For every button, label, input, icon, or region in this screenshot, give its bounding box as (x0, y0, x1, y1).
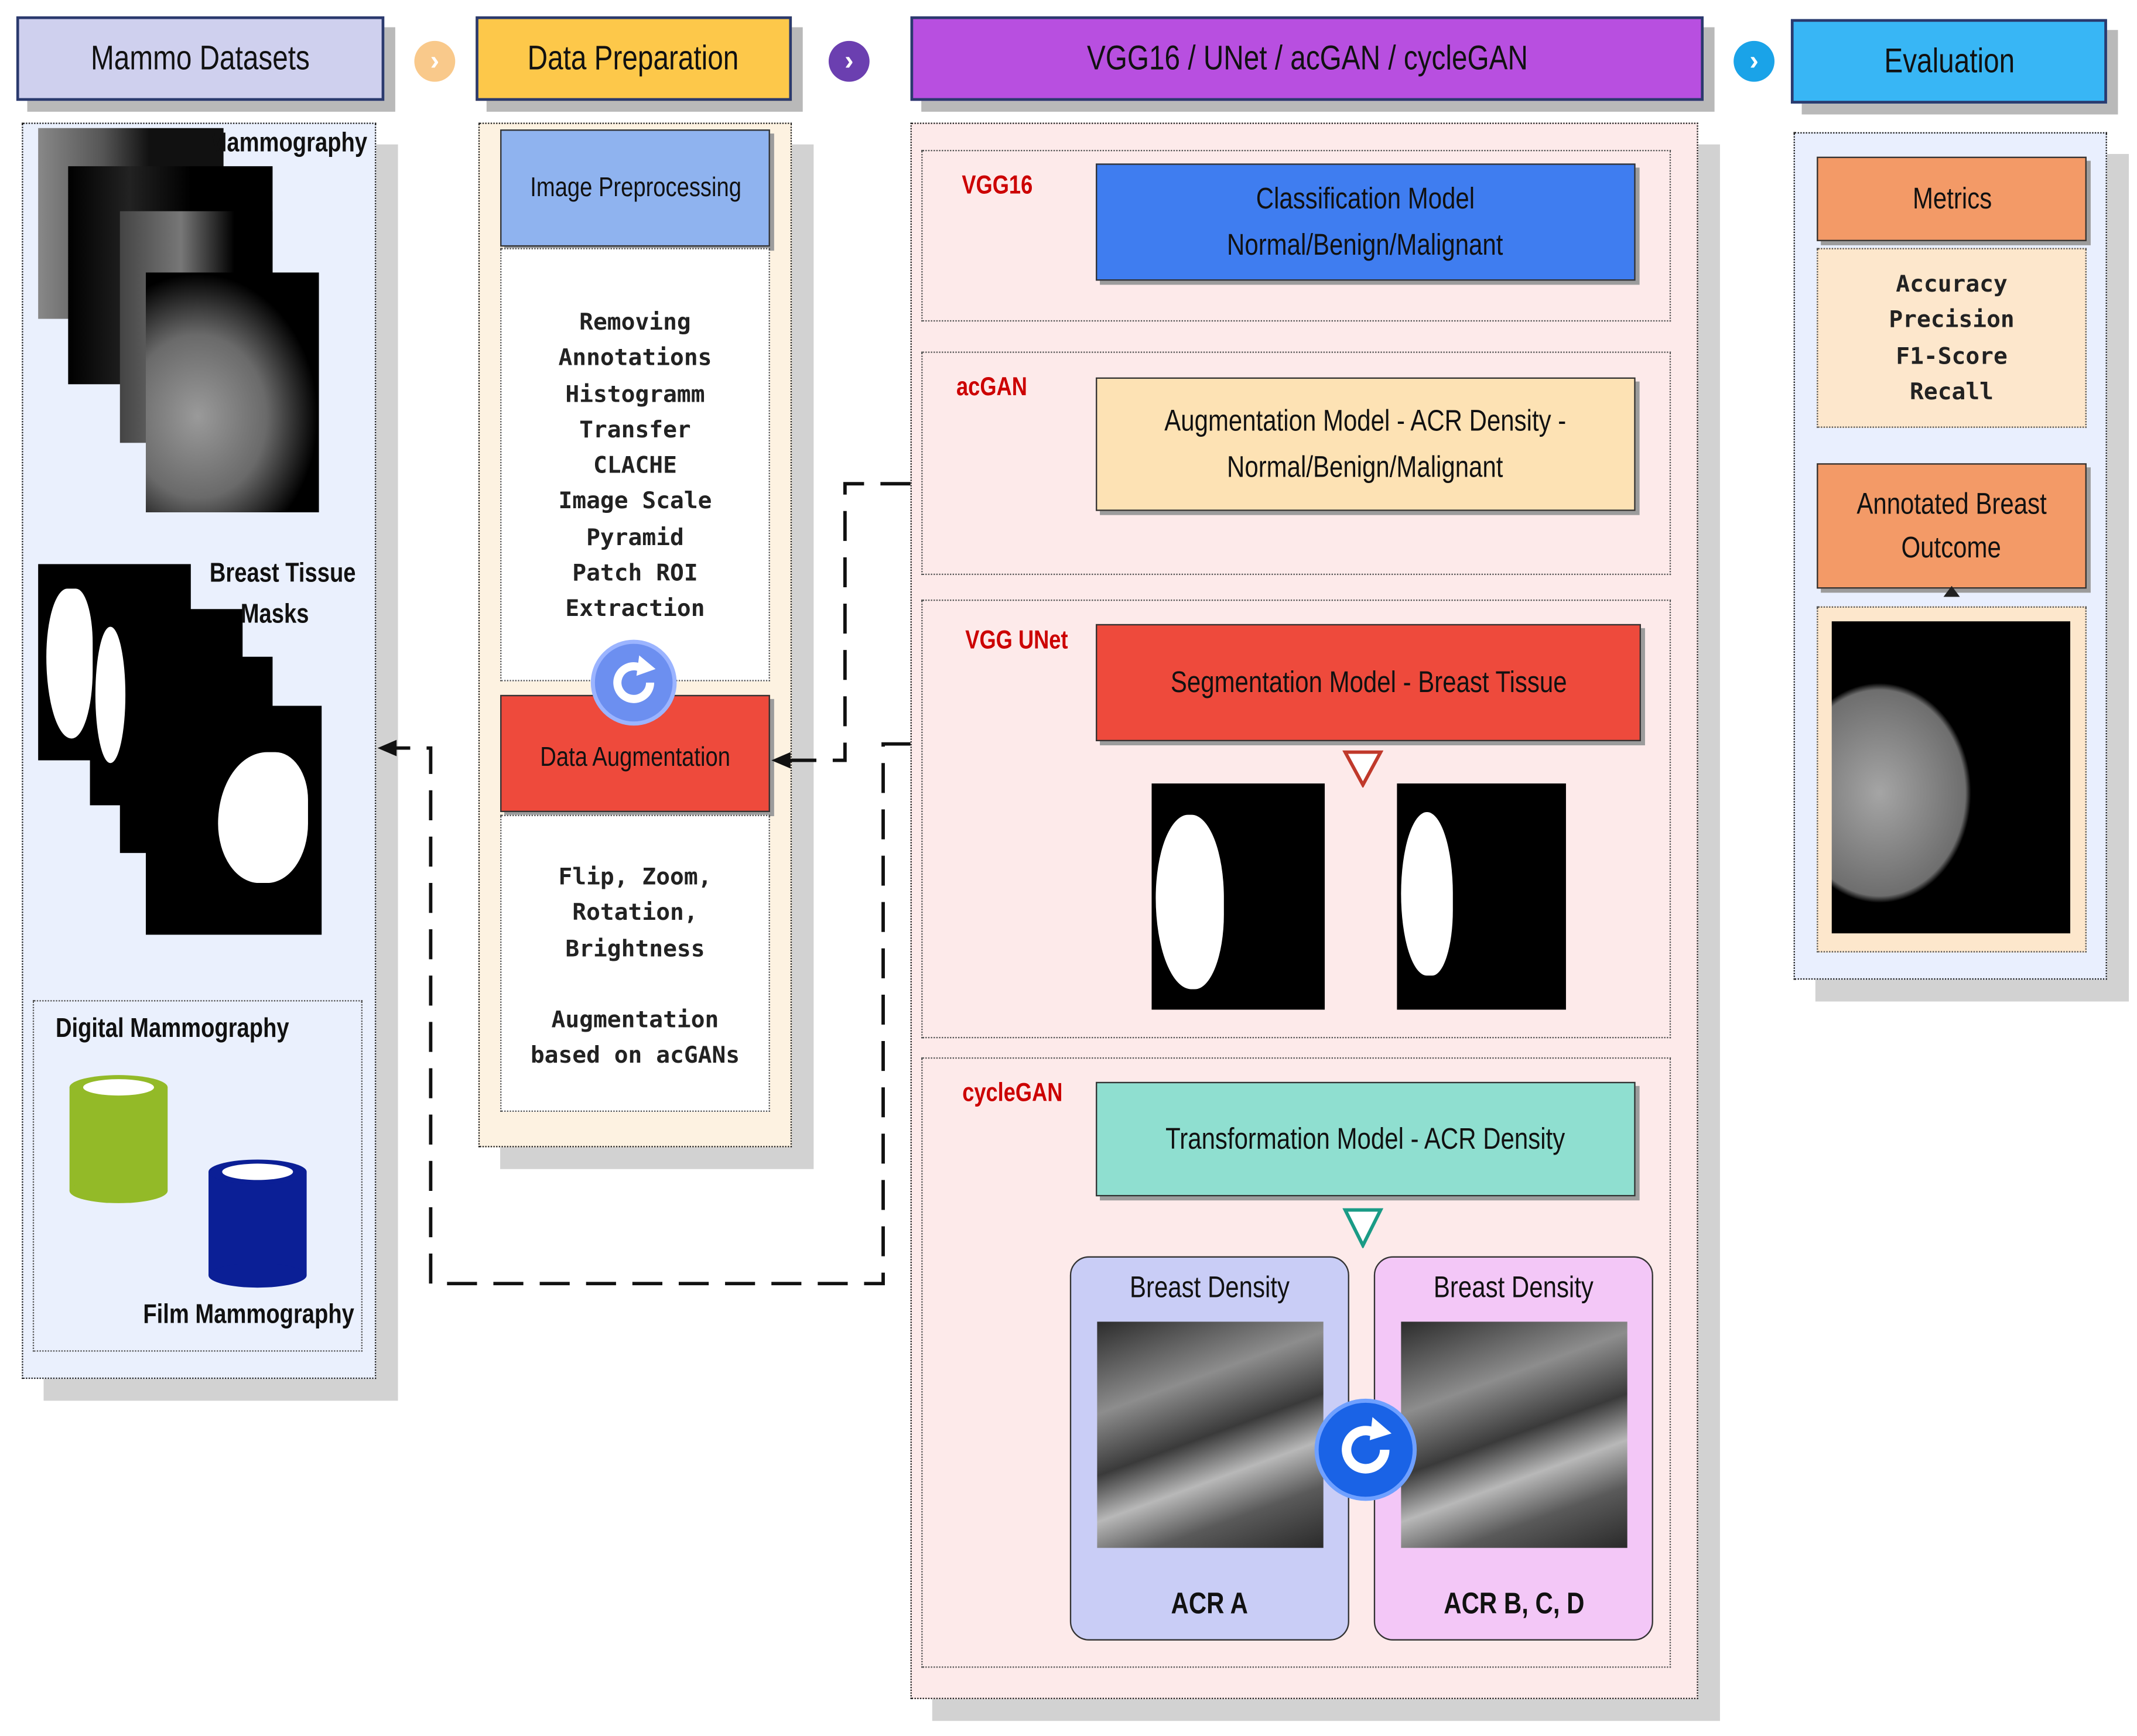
acgan-section (921, 351, 1671, 576)
header-mammo-datasets: Mammo Datasets (16, 16, 385, 101)
preprocessing-steps-box (500, 248, 770, 682)
database-icon (208, 1159, 307, 1288)
triangle-down-icon (1342, 750, 1384, 788)
refresh-icon (1314, 1398, 1417, 1501)
header-models: VGG16 / UNet / acGAN / cycleGAN (910, 16, 1704, 101)
augmentation-model-box: Augmentation Model - ACR Density - Norma… (1096, 377, 1636, 511)
chevron-right-icon: › (828, 40, 870, 82)
transformation-model-box: Transformation Model - ACR Density (1096, 1081, 1636, 1197)
database-icon (69, 1075, 168, 1203)
segmentation-model-box: Segmentation Model - Breast Tissue (1096, 624, 1641, 741)
data-augmentation-box: Data Augmentation (500, 694, 770, 813)
classification-model-box: Classification Model Normal/Benign/Malig… (1096, 163, 1636, 281)
chevron-right-icon: › (414, 40, 456, 82)
density-a-caption: ACR A (1171, 1586, 1249, 1621)
masks-label: Breast Tissue Masks (209, 559, 356, 630)
cyclegan-section (921, 1057, 1671, 1668)
refresh-icon (590, 639, 677, 726)
annotated-outcome-image (1831, 621, 2071, 934)
mask-blob (218, 752, 308, 884)
chevron-right-icon: › (1733, 40, 1775, 82)
density-bcd-title: Breast Density (1433, 1269, 1594, 1304)
density-bcd-caption: ACR B, C, D (1443, 1586, 1584, 1621)
vgg16-section (921, 149, 1671, 322)
mask-blob (1401, 812, 1453, 976)
film-mammography-label: Film Mammography (143, 1300, 354, 1330)
vggunet-section (921, 599, 1671, 1039)
mammography-label: Mammography (208, 128, 368, 158)
preprocessing-steps-list: Removing Annotations Histogramm Transfer… (558, 309, 712, 624)
density-a-image (1097, 1321, 1324, 1548)
image-preprocessing-box: Image Preprocessing (500, 129, 770, 247)
arrow-up-icon (1943, 585, 1960, 597)
metrics-list: Accuracy Precision F1-Score Recall (1889, 271, 2015, 406)
augmentation-steps-box (500, 814, 770, 1112)
mammogram-image (146, 272, 319, 513)
density-a-title: Breast Density (1129, 1269, 1290, 1304)
digital-mammography-label: Digital Mammography (55, 1013, 289, 1044)
annotated-outcome-box: Annotated Breast Outcome (1817, 463, 2087, 589)
augmentation-steps-list: Flip, Zoom, Rotation, Brightness Augment… (530, 864, 740, 1070)
mask-blob (1155, 814, 1224, 989)
vggunet-tag: VGG UNet (965, 626, 1068, 656)
triangle-down-icon (1342, 1208, 1384, 1248)
header-data-preparation: Data Preparation (476, 16, 792, 101)
metrics-box: Metrics (1817, 156, 2087, 241)
header-evaluation: Evaluation (1790, 19, 2107, 104)
acgan-tag: acGAN (956, 373, 1027, 402)
mask-blob (95, 626, 126, 763)
mask-blob (46, 588, 93, 739)
metrics-list-box (1817, 248, 2087, 428)
vgg16-tag: VGG16 (962, 172, 1033, 201)
density-bcd-image (1401, 1321, 1627, 1548)
digital-film-subpanel (32, 1000, 363, 1352)
cyclegan-tag: cycleGAN (962, 1079, 1063, 1108)
